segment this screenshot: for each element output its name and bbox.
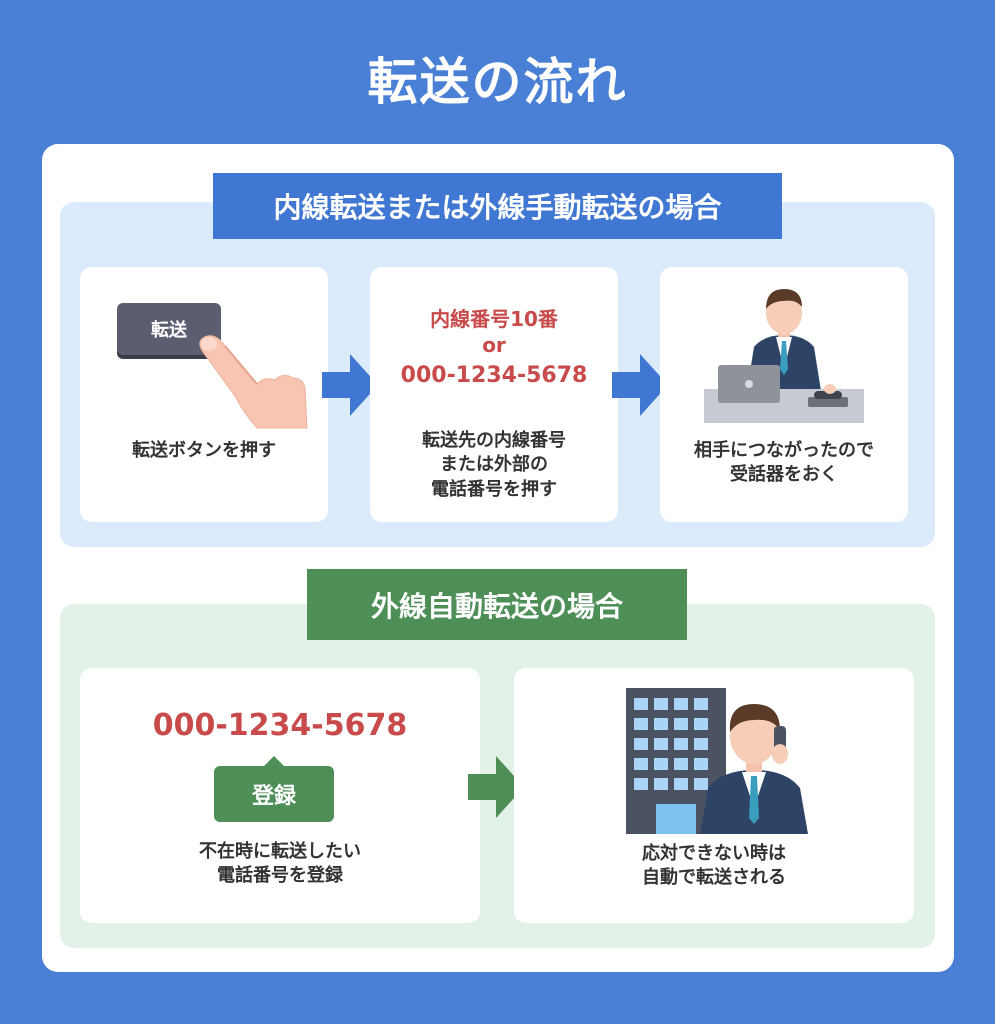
pressing-hand-icon <box>199 335 308 429</box>
businessman-at-desk-icon <box>704 289 864 423</box>
internal-transfer-heading: 内線転送または外線手動転送の場合 <box>213 173 782 239</box>
internal-step-1: 転送 転送ボタンを押す <box>80 267 328 522</box>
caption-line: 不在時に転送したい <box>199 841 361 862</box>
internal-step-3-caption: 相手につながったので 受話器をおく <box>660 439 908 488</box>
arrow-right-icon <box>612 354 668 416</box>
internal-step-3: 相手につながったので 受話器をおく <box>660 267 908 522</box>
external-step-2-caption: 応対できない時は 自動で転送される <box>514 842 914 891</box>
caption-line: 電話番号を押す <box>431 478 557 500</box>
caption-line: 転送先の内線番号 <box>422 430 566 451</box>
caption-line: 応対できない時は <box>642 843 786 864</box>
arrow-right-icon <box>468 756 524 818</box>
external-transfer-heading: 外線自動転送の場合 <box>307 569 687 640</box>
caption-line: 電話番号を登録 <box>217 865 343 887</box>
or-label: or <box>482 333 506 357</box>
external-step-1: 000-1234-5678 登録 不在時に転送したい 電話番号を登録 <box>80 668 480 923</box>
phone-number: 000-1234-5678 <box>400 363 588 388</box>
external-step-2: 応対できない時は 自動で転送される <box>514 668 914 923</box>
internal-step-1-caption: 転送ボタンを押す <box>132 440 276 461</box>
caption-line: 受話器をおく <box>730 464 838 486</box>
extension-number: 内線番号10番 <box>430 307 558 331</box>
page-title: 転送の流れ <box>367 53 628 111</box>
arrow-right-icon <box>322 354 378 416</box>
external-step-1-caption: 不在時に転送したい 電話番号を登録 <box>80 840 480 889</box>
internal-step-2: 内線番号10番 or 000-1234-5678 転送先の内線番号 または外部の… <box>370 267 618 522</box>
registered-phone-number: 000-1234-5678 <box>152 708 408 743</box>
caption-line: または外部の <box>440 454 548 476</box>
caption-line: 相手につながったので <box>694 440 874 461</box>
businessman-on-phone-with-building-icon <box>626 688 808 834</box>
register-label-box: 登録 <box>214 756 334 822</box>
caption-line: 自動で転送される <box>642 867 786 889</box>
internal-step-2-caption: 転送先の内線番号 または外部の 電話番号を押す <box>370 429 618 502</box>
